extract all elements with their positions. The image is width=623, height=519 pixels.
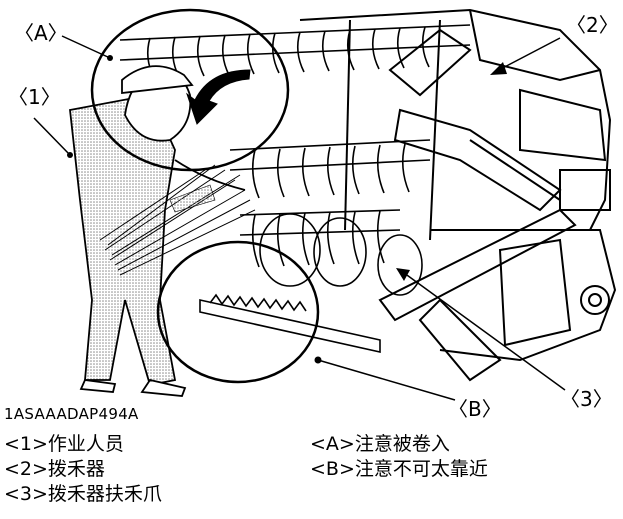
legend-item-worker: <1>作业人员 [4, 433, 124, 455]
circle-a [90, 8, 290, 172]
rice-stalk-bundle [99, 164, 256, 276]
legend-left: <1>作业人员 <2>拨禾器 <3>拨禾器扶禾爪 [4, 432, 162, 507]
callout-1: 〈1〉 [8, 85, 61, 109]
callout-a: 〈A〉 [14, 21, 68, 45]
leader-lines [33, 35, 566, 401]
leader-arrowheads [396, 62, 507, 281]
figure-code: 1ASAAADAP494A [4, 405, 139, 423]
callout-2: 〈2〉 [566, 13, 619, 37]
reel-tines [119, 24, 471, 296]
rotation-arrow [186, 69, 251, 125]
callout-b: 〈B〉 [448, 397, 502, 421]
circle-b [156, 240, 320, 384]
combine-machine [299, 8, 617, 382]
legend-item-caught-warning: <A>注意被卷入 [310, 433, 450, 455]
legend-item-reel-tines: <3>拨禾器扶禾爪 [4, 483, 162, 505]
legend-item-reel: <2>拨禾器 [4, 458, 105, 480]
legend-right: <A>注意被卷入 <B>注意不可太靠近 [310, 432, 488, 482]
legend-item-distance-warning: <B>注意不可太靠近 [310, 458, 488, 480]
callout-3: 〈3〉 [560, 387, 613, 411]
worker-figure [69, 65, 246, 397]
leader-dots [67, 55, 322, 364]
cutter-bar [199, 293, 381, 353]
